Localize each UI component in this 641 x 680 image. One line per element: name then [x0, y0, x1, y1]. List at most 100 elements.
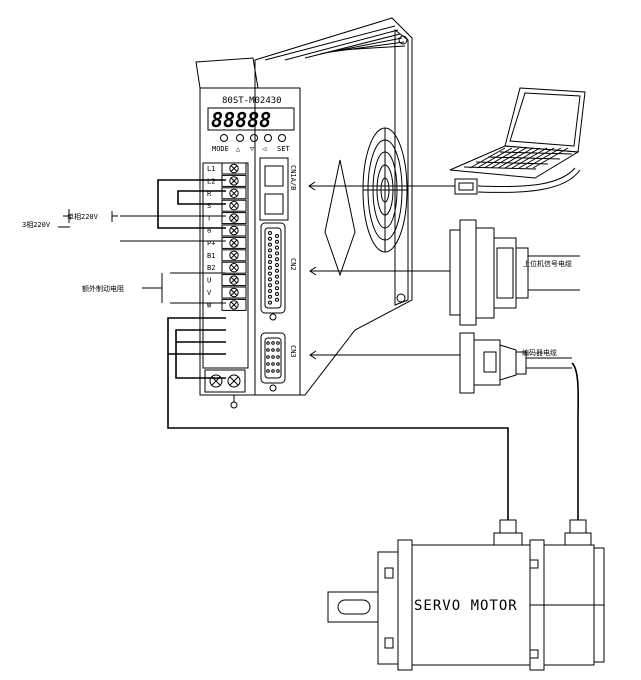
cn3-pin: [271, 369, 275, 373]
ground-icon: [230, 401, 238, 409]
terminal-5: T: [207, 212, 247, 225]
keyboard-col: [490, 147, 527, 169]
up-key[interactable]: [236, 134, 244, 142]
left-key[interactable]: [264, 134, 272, 142]
cn2-pin: [268, 236, 272, 241]
keyboard-col: [511, 147, 548, 169]
model-label: 80ST-M02430: [222, 96, 282, 106]
connector-cn3: CN3: [260, 332, 297, 384]
cn3-pin: [271, 362, 275, 366]
set-key-label: SET: [277, 145, 290, 153]
cn2-pin: [275, 239, 279, 244]
down-key[interactable]: [250, 134, 258, 142]
signal-cable-label: 上位机信号电缆: [523, 259, 572, 268]
encoder-cable-connector: 编码器电缆: [309, 332, 580, 520]
cn3-label: CN3: [289, 345, 297, 358]
cn2-pin: [275, 286, 279, 291]
keypad: MODE △ ▽ ◁ SET: [212, 134, 290, 153]
keyboard-row: [487, 156, 561, 160]
terminal-11: V: [207, 286, 247, 299]
cn2-pin: [268, 265, 272, 270]
cn2-pin: [268, 248, 272, 253]
cn3-pin: [266, 362, 270, 366]
cn1-label: CN1A/B: [289, 165, 297, 190]
fan-grill: [362, 127, 408, 253]
cn3-pin: [271, 348, 275, 352]
terminal-9: B2: [207, 261, 247, 274]
side-window: [324, 159, 356, 277]
terminal-3: R: [207, 187, 247, 200]
cn3-pin: [266, 348, 270, 352]
servo-motor: SERVO MOTOR: [327, 519, 605, 671]
power-wiring: 单相220V 3相220V 额外制动电阻: [22, 179, 509, 520]
keyboard-col: [532, 147, 569, 169]
cn2-pin: [275, 234, 279, 238]
cn2-pin: [268, 271, 272, 276]
keyboard-col: [504, 147, 541, 169]
cn3-pin: [276, 369, 280, 373]
mode-key-label: MODE: [212, 145, 229, 153]
mode-key[interactable]: [220, 134, 228, 142]
cn2-pin: [275, 245, 279, 250]
cn2-pin: [275, 280, 279, 285]
cn2-pin: [275, 297, 279, 302]
cn2-pin: [275, 274, 279, 279]
terminal-label: U: [207, 277, 211, 285]
keyboard-col: [497, 147, 534, 169]
terminal-label: L1: [207, 165, 215, 173]
ground-terminals: [204, 369, 246, 409]
terminal-2: L2: [207, 174, 247, 187]
cn3-pin: [276, 362, 280, 366]
signal-cable-connector: 上位机信号电缆: [309, 219, 580, 326]
terminal-10: U: [207, 274, 247, 287]
keyboard-col: [518, 147, 555, 169]
cn3-pin: [271, 341, 275, 345]
cn2-pin: [275, 292, 279, 296]
terminal-7: P+: [207, 236, 247, 249]
drive-front-panel: 80ST-M02430 88888 MODE △ ▽ ◁ SET L1L2RST…: [195, 57, 301, 409]
cn3-pin: [266, 355, 270, 359]
cn2-pin: [275, 268, 279, 273]
terminal-12: W: [207, 298, 247, 311]
usb-cable: [308, 167, 581, 195]
cn2-pin: [268, 300, 272, 305]
terminal-4: S: [207, 199, 247, 212]
terminal-label: B2: [207, 264, 215, 272]
keyboard-col: [469, 147, 506, 169]
cn2-pin: [268, 277, 272, 282]
cn2-pin: [268, 242, 272, 247]
keyboard-col: [476, 147, 513, 169]
up-key-label: △: [236, 145, 241, 153]
cn2-pin: [268, 260, 272, 264]
terminal-label: W: [207, 301, 212, 309]
cn2-pin: [275, 257, 279, 262]
terminal-1: L1: [207, 162, 247, 175]
terminal-label: L2: [207, 177, 215, 185]
terminal-label: V: [207, 289, 212, 297]
connector-cn2: CN2: [260, 222, 297, 314]
cn3-pin: [271, 355, 275, 359]
terminal-8: B1: [207, 249, 247, 262]
keyboard-row: [475, 161, 549, 165]
cn3-pin: [266, 369, 270, 373]
set-key[interactable]: [278, 134, 286, 142]
three-phase-label: 3相220V: [22, 220, 51, 229]
down-key-label: ▽: [250, 145, 255, 153]
terminal-label: T: [207, 215, 212, 223]
cn3-pin: [266, 341, 270, 345]
terminal-label: R: [207, 190, 212, 198]
terminal-label: ⊖: [207, 227, 211, 235]
cn3-pin: [276, 355, 280, 359]
led-display: [207, 107, 295, 131]
cn2-pin: [268, 254, 272, 259]
cn3-pin: [276, 341, 280, 345]
brake-resistor-label: 额外制动电阻: [82, 284, 124, 293]
terminal-label: B1: [207, 252, 215, 260]
led-digits: 88888: [211, 108, 271, 132]
encoder-cable-label: 编码器电缆: [522, 348, 557, 357]
terminal-6: ⊖: [207, 224, 247, 237]
connector-cn1: CN1A/B: [259, 157, 297, 221]
